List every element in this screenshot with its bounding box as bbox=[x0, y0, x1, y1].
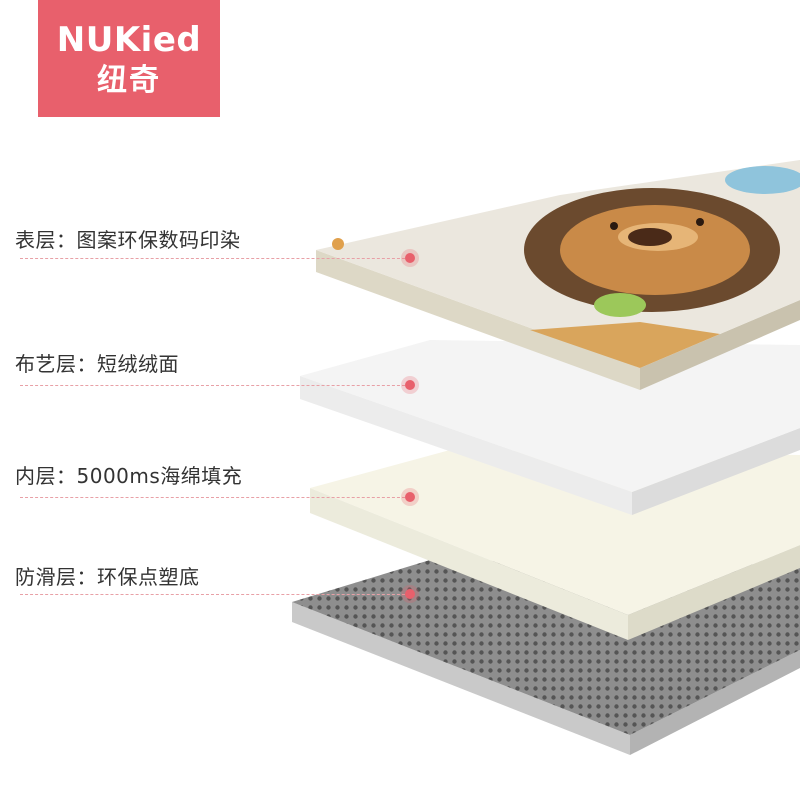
brand-name-cn: 纽奇 bbox=[97, 63, 161, 98]
brand-logo: NUKied 纽奇 bbox=[38, 0, 220, 117]
fabric-layer-label: 布艺层：短绒绒面 bbox=[15, 352, 179, 376]
inner-layer-leader bbox=[20, 497, 410, 498]
anti-slip-layer-marker bbox=[405, 589, 415, 599]
anti-slip-layer-leader bbox=[20, 594, 410, 595]
printed-top-layer bbox=[316, 160, 800, 390]
inner-layer-label: 内层：5000ms海绵填充 bbox=[15, 464, 243, 488]
surface-layer-label: 表层：图案环保数码印染 bbox=[15, 228, 241, 252]
surface-layer-marker bbox=[405, 253, 415, 263]
surface-layer-leader bbox=[20, 258, 410, 259]
inner-layer-marker bbox=[405, 492, 415, 502]
fabric-layer bbox=[300, 340, 800, 515]
fabric-layer-leader bbox=[20, 385, 410, 386]
brand-name-en: NUKied bbox=[56, 20, 202, 60]
fabric-layer-marker bbox=[405, 380, 415, 390]
anti-slip-layer-label: 防滑层：环保点塑底 bbox=[15, 565, 200, 589]
